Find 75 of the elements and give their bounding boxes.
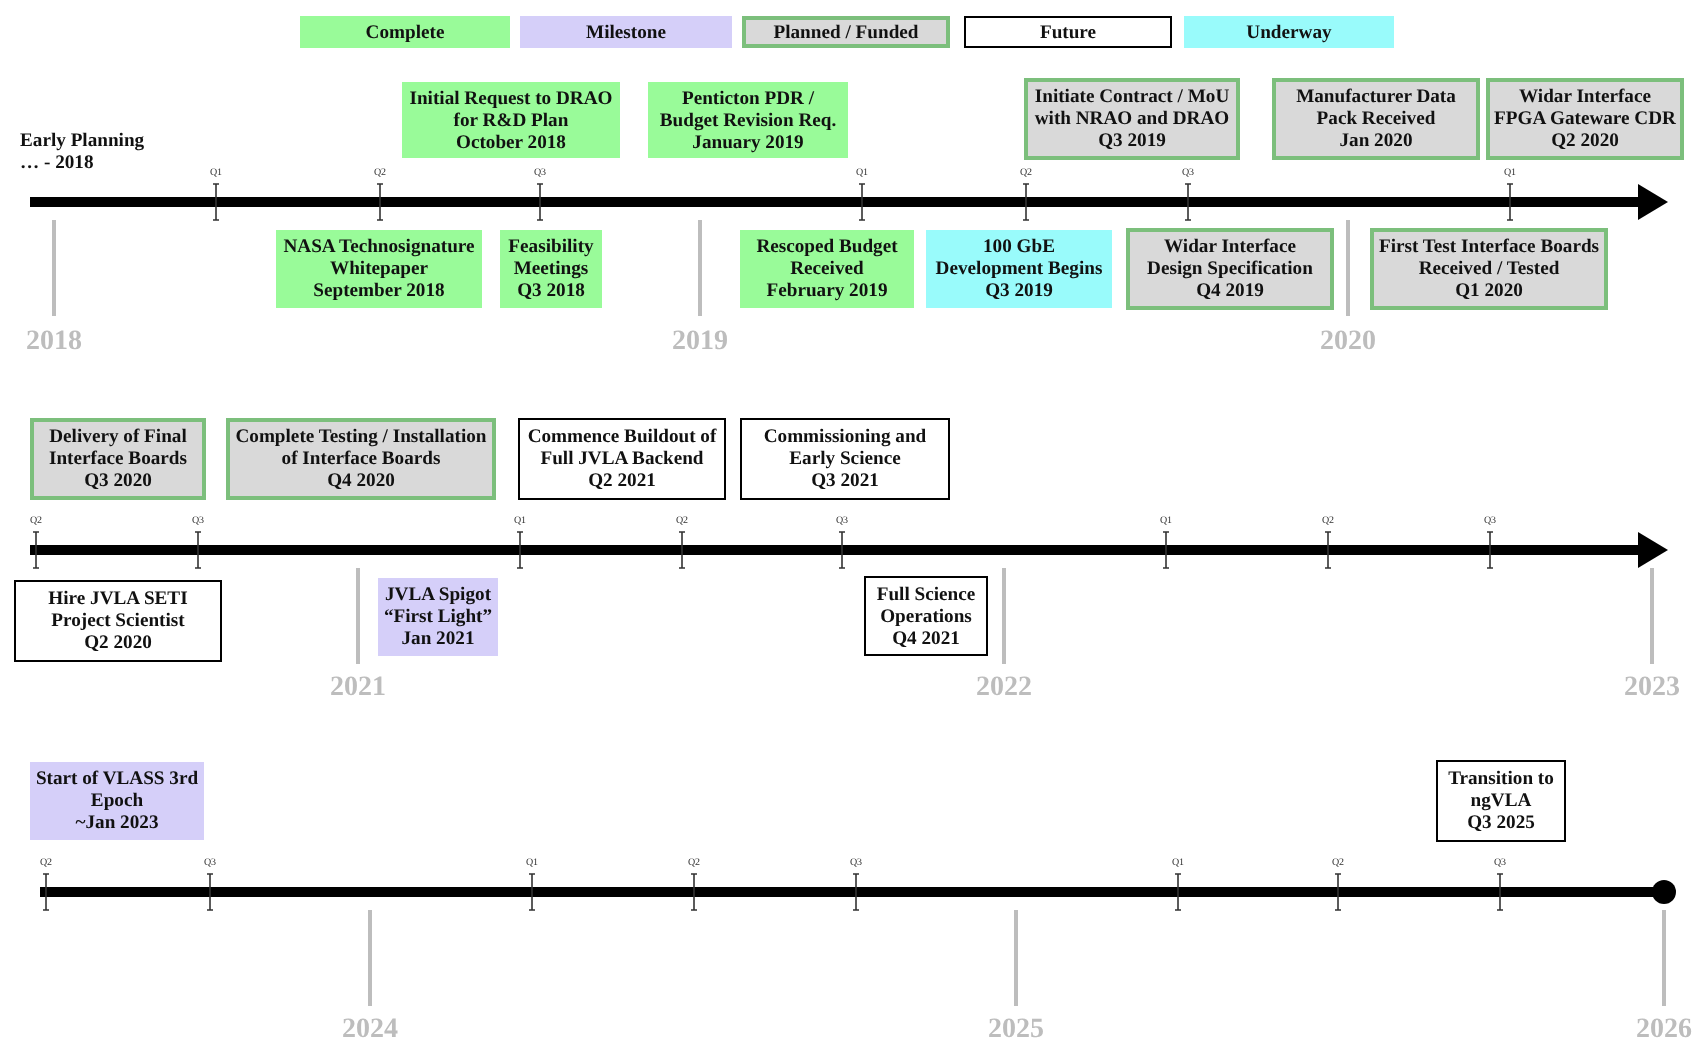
- event-box: [648, 82, 848, 158]
- legend-key: Underway: [1184, 16, 1394, 48]
- year-label: 2021: [330, 673, 386, 703]
- event-box: [1436, 760, 1566, 842]
- event-title: Initial Request to DRAO for R&D Plan: [407, 87, 615, 131]
- event-title: Rescoped Budget Received: [754, 236, 900, 280]
- event-date: Q4 2021: [892, 627, 960, 649]
- event-box: [740, 230, 914, 308]
- event-date: October 2018: [456, 131, 566, 153]
- event-date: January 2019: [692, 131, 804, 153]
- event-date: Q3 2019: [1098, 130, 1166, 152]
- year-label: 2025: [988, 1015, 1044, 1045]
- year-label: 2019: [672, 327, 728, 357]
- event-box: [500, 230, 602, 308]
- event-box: [926, 230, 1112, 308]
- event-title: Start of VLASS 3rd Epoch: [34, 768, 200, 812]
- event-date: Q2 2020: [84, 632, 152, 654]
- event-box: [1370, 228, 1608, 310]
- year-label: 2022: [976, 673, 1032, 703]
- event-title: JVLA Spigot “First Light”: [382, 584, 494, 628]
- milestone-box: [30, 762, 204, 840]
- event-box: [14, 580, 222, 662]
- event-title: Commissioning and Early Science: [761, 426, 929, 470]
- legend-key: Planned / Funded: [742, 16, 950, 48]
- event-title: Penticton PDR / Budget Revision Req.: [657, 87, 839, 131]
- event-title: First Test Interface Boards Received / Tested: [1378, 236, 1600, 280]
- event-box: [1024, 78, 1240, 160]
- event-box: [30, 418, 206, 500]
- year-label: 2020: [1320, 327, 1376, 357]
- event-box: [276, 230, 482, 308]
- event-title: Hire JVLA SETI Project Scientist: [46, 588, 190, 632]
- event-box: [1486, 78, 1684, 160]
- year-label: 2018: [26, 327, 82, 357]
- event-date: Q3 2021: [811, 470, 879, 492]
- event-date: Q1 2020: [1455, 280, 1523, 302]
- event-date: Jan 2020: [1339, 130, 1413, 152]
- event-date: Q2 2021: [588, 470, 656, 492]
- legend-key: Future: [964, 16, 1172, 48]
- legend-key: Complete: [300, 16, 510, 48]
- event-title: Commence Buildout of Full JVLA Backend: [525, 426, 719, 470]
- event-box: [518, 418, 726, 500]
- event-date: Q3 2019: [985, 280, 1053, 302]
- year-label: 2023: [1624, 673, 1680, 703]
- event-title: Widar Interface FPGA Gateware CDR: [1494, 86, 1676, 130]
- year-label: 2024: [342, 1015, 398, 1045]
- event-box: [1272, 78, 1480, 160]
- event-title: NASA Technosignature Whitepaper: [281, 236, 477, 280]
- event-title: Transition to ngVLA: [1446, 768, 1556, 812]
- event-box: [402, 82, 620, 158]
- event-title: 100 GbE Development Begins: [933, 236, 1105, 280]
- event-title: Full Science Operations: [874, 583, 978, 627]
- event-box: [740, 418, 950, 500]
- event-title: Widar Interface Design Specification: [1145, 236, 1315, 280]
- event-date: Q4 2019: [1196, 280, 1264, 302]
- event-date: Q3 2020: [84, 470, 152, 492]
- event-title: Feasibility Meetings: [506, 236, 596, 280]
- event-date: Jan 2021: [401, 628, 475, 650]
- event-title: Complete Testing / Installation of Interface Boards: [234, 426, 488, 470]
- event-title: Initiate Contract / MoU with NRAO and DRAO: [1032, 86, 1232, 130]
- event-date: Q3 2025: [1467, 812, 1535, 834]
- event-box: [864, 576, 988, 656]
- legend-key: Milestone: [520, 16, 732, 48]
- milestone-box: [378, 578, 498, 656]
- event-date: September 2018: [313, 280, 445, 302]
- event-title: Delivery of Final Interface Boards: [46, 426, 189, 470]
- event-box: [226, 418, 496, 500]
- event-date: Q2 2020: [1551, 130, 1619, 152]
- event-box: [1126, 228, 1334, 310]
- event-date: February 2019: [766, 280, 888, 302]
- event-date: Q4 2020: [327, 470, 395, 492]
- note-text: Early Planning … - 2018: [20, 130, 147, 174]
- event-date: Q3 2018: [517, 280, 585, 302]
- year-label: 2026: [1636, 1015, 1692, 1045]
- event-date: ~Jan 2023: [75, 812, 159, 834]
- event-title: Manufacturer Data Pack Received: [1294, 86, 1458, 130]
